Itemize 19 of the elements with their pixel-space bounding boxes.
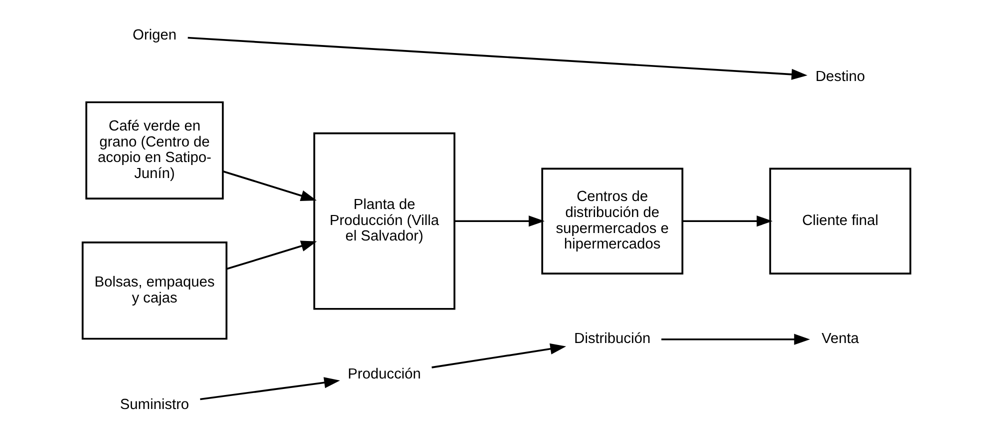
arrow [682, 215, 772, 226]
arrow [454, 215, 544, 226]
arrow [660, 333, 810, 344]
node-box: Centros de distribución de supermercados e hipermercados [540, 167, 683, 274]
node-text: Venta [821, 330, 858, 347]
arrow [226, 240, 316, 270]
arrow [431, 342, 566, 368]
node-text: Destino [814, 68, 865, 85]
node-box: Café verde en grano (Centro de acopio en Satipo-Junín) [84, 100, 224, 199]
arrow [187, 36, 807, 80]
node-text: Suministro [120, 396, 189, 412]
node-box: Cliente final [768, 167, 911, 274]
node-text: Producción [347, 366, 420, 382]
node-box: Bolsas, empaques y cajas [81, 241, 227, 340]
node-text: Distribución [574, 330, 650, 347]
node-box: Planta de Producción (Villa el Salvador) [312, 132, 455, 310]
node-text: Origen [132, 27, 176, 44]
arrow [222, 170, 316, 201]
arrow [200, 376, 340, 400]
